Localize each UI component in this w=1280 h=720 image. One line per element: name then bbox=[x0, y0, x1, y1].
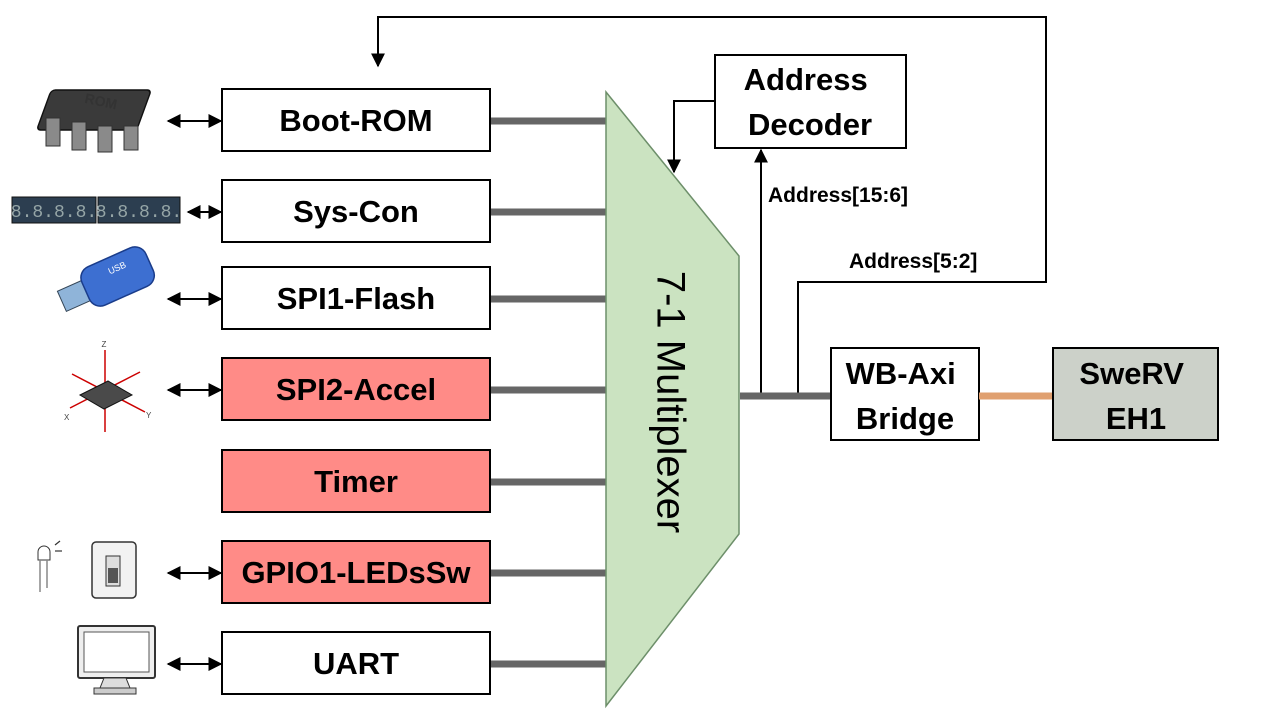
cpu-label-line2: EH1 bbox=[1106, 401, 1166, 436]
peripheral-label-timer: Timer bbox=[314, 464, 398, 499]
peripheral-boot-rom: Boot-ROM bbox=[221, 88, 491, 152]
peripheral-label-sys-con: Sys-Con bbox=[293, 194, 419, 229]
seven-segment-display-icon: 8.8.8.8. 8.8.8.8. bbox=[11, 196, 182, 224]
svg-text:WB-Axi Bridge: WB-Axi Bridge bbox=[846, 356, 965, 436]
svg-text:Address Decoder: Address Decoder bbox=[744, 62, 877, 142]
seven-seg-text-right: 8.8.8.8. bbox=[96, 203, 182, 223]
address-decoder-label-line2: Decoder bbox=[748, 107, 872, 142]
rom-chip-icon: ROM bbox=[37, 89, 151, 153]
bridge-label-line2: Bridge bbox=[856, 401, 954, 436]
peripheral-spi1-flash: SPI1-Flash bbox=[221, 266, 491, 330]
multiplexer-shape bbox=[605, 89, 740, 709]
peripheral-spi2-accel: SPI2-Accel bbox=[221, 357, 491, 421]
address-lower-label: Address[5:2] bbox=[849, 250, 977, 273]
axis-x-label: X bbox=[64, 413, 70, 422]
peripheral-label-spi1-flash: SPI1-Flash bbox=[277, 281, 436, 316]
peripheral-box-spi2-accel bbox=[221, 357, 491, 421]
peripheral-box-timer bbox=[221, 449, 491, 513]
peripheral-timer: Timer bbox=[221, 449, 491, 513]
multiplexer-label: 7-1 Multiplexer bbox=[648, 271, 692, 533]
rom-chip-text: ROM bbox=[83, 90, 118, 112]
axis-y-label: Y bbox=[146, 411, 152, 420]
cpu-label-line1: SweRV bbox=[1079, 356, 1184, 391]
peripheral-label-uart: UART bbox=[313, 646, 399, 681]
peripheral-gpio1-ledssw: GPIO1-LEDsSw bbox=[221, 540, 491, 604]
usb-flash-drive-icon: USB bbox=[56, 246, 156, 313]
peripheral-label-spi2-accel: SPI2-Accel bbox=[276, 372, 436, 407]
peripheral-box-boot-rom bbox=[221, 88, 491, 152]
svg-text:SweRV EH1: SweRV EH1 bbox=[1079, 356, 1192, 436]
swerv-cpu-box bbox=[1052, 347, 1219, 441]
bridge-label-line1: WB-Axi bbox=[846, 356, 956, 391]
peripheral-uart: UART bbox=[221, 631, 491, 695]
wb-axi-bridge-box bbox=[830, 347, 980, 441]
peripheral-label-boot-rom: Boot-ROM bbox=[279, 103, 432, 138]
decoder-select-wire bbox=[667, 100, 715, 174]
peripheral-box-spi1-flash bbox=[221, 266, 491, 330]
address-upper-label: Address[15:6] bbox=[768, 184, 908, 207]
peripheral-label-gpio1-ledssw: GPIO1-LEDsSw bbox=[241, 555, 471, 590]
monitor-icon bbox=[77, 625, 156, 695]
axis-z-label: Z bbox=[102, 340, 107, 349]
address-lower-wire bbox=[371, 16, 1047, 396]
peripheral-box-gpio1-ledssw bbox=[221, 540, 491, 604]
accelerometer-chip-icon: Z X Y bbox=[64, 340, 152, 432]
seven-seg-text-left: 8.8.8.8. bbox=[11, 203, 97, 223]
address-decoder-box bbox=[714, 54, 907, 149]
led-and-switch-icon bbox=[37, 540, 137, 599]
peripheral-sys-con: Sys-Con bbox=[221, 179, 491, 243]
peripheral-box-uart bbox=[221, 631, 491, 695]
address-decoder-label-line1: Address bbox=[744, 62, 868, 97]
